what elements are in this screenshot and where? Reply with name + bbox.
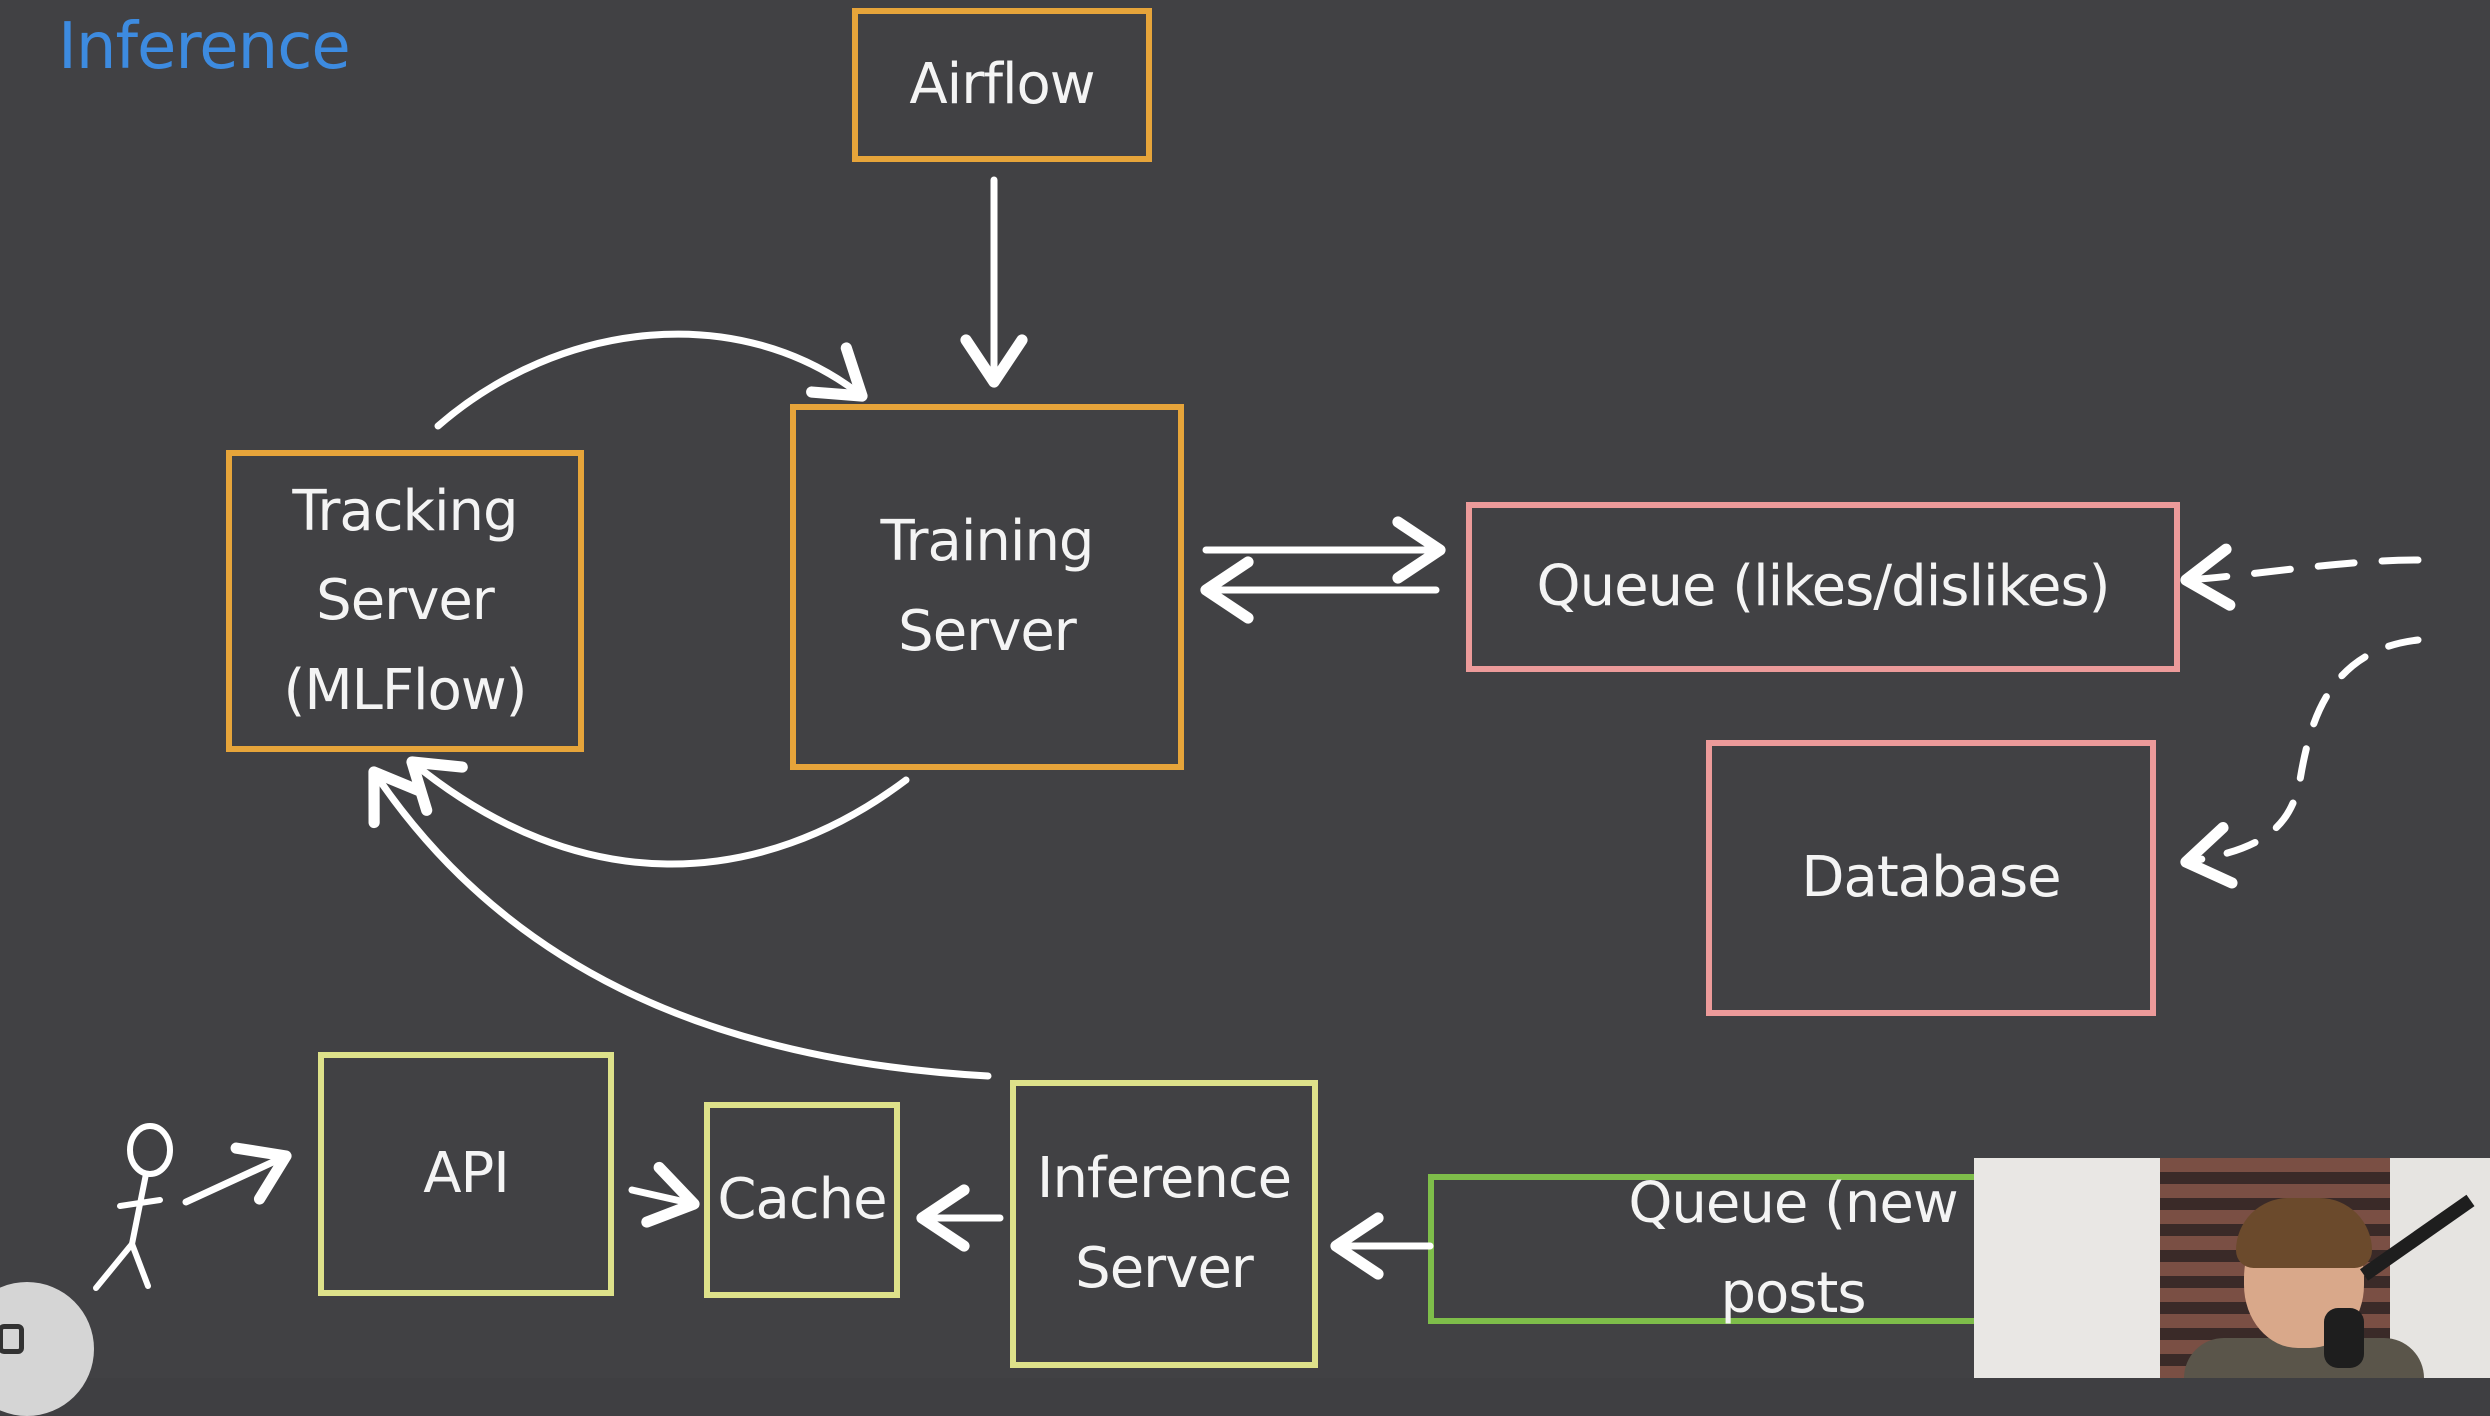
arrow-inference-to-tracking xyxy=(368,766,992,1080)
api-box: API xyxy=(318,1052,614,1296)
chat-button[interactable] xyxy=(0,1282,94,1416)
arrow-user-to-api xyxy=(182,1142,292,1206)
queue-likes-dislikes-box: Queue (likes/dislikes) xyxy=(1466,502,2180,672)
arrow-dashed-to-database xyxy=(2180,636,2422,889)
arrow-dashed-to-queue xyxy=(2180,543,2422,611)
stick-figure-icon xyxy=(93,1123,173,1291)
wall-right xyxy=(2390,1158,2490,1378)
arrow-training-to-tracking xyxy=(406,756,910,868)
wall-left xyxy=(1974,1158,2160,1378)
tracking-server-box: Tracking Server (MLFlow) xyxy=(226,450,584,752)
microphone-icon xyxy=(2324,1308,2364,1368)
inference-server-box: Inference Server xyxy=(1010,1080,1318,1368)
webcam-overlay xyxy=(1974,1158,2490,1378)
cache-box: Cache xyxy=(704,1102,900,1298)
page-title: Inference xyxy=(58,10,351,84)
arrow-api-to-cache xyxy=(628,1161,700,1228)
chat-icon xyxy=(0,1324,24,1354)
training-server-box: Training Server xyxy=(790,404,1184,770)
database-box: Database xyxy=(1706,740,2156,1016)
queue-new-posts-box: Queue (new posts xyxy=(1428,1171,2028,1326)
diagram-canvas: Inference Airflow Tracking Server (MLFlo… xyxy=(0,8,2490,1416)
presenter-hair xyxy=(2236,1198,2372,1268)
airflow-box: Airflow xyxy=(852,8,1152,162)
